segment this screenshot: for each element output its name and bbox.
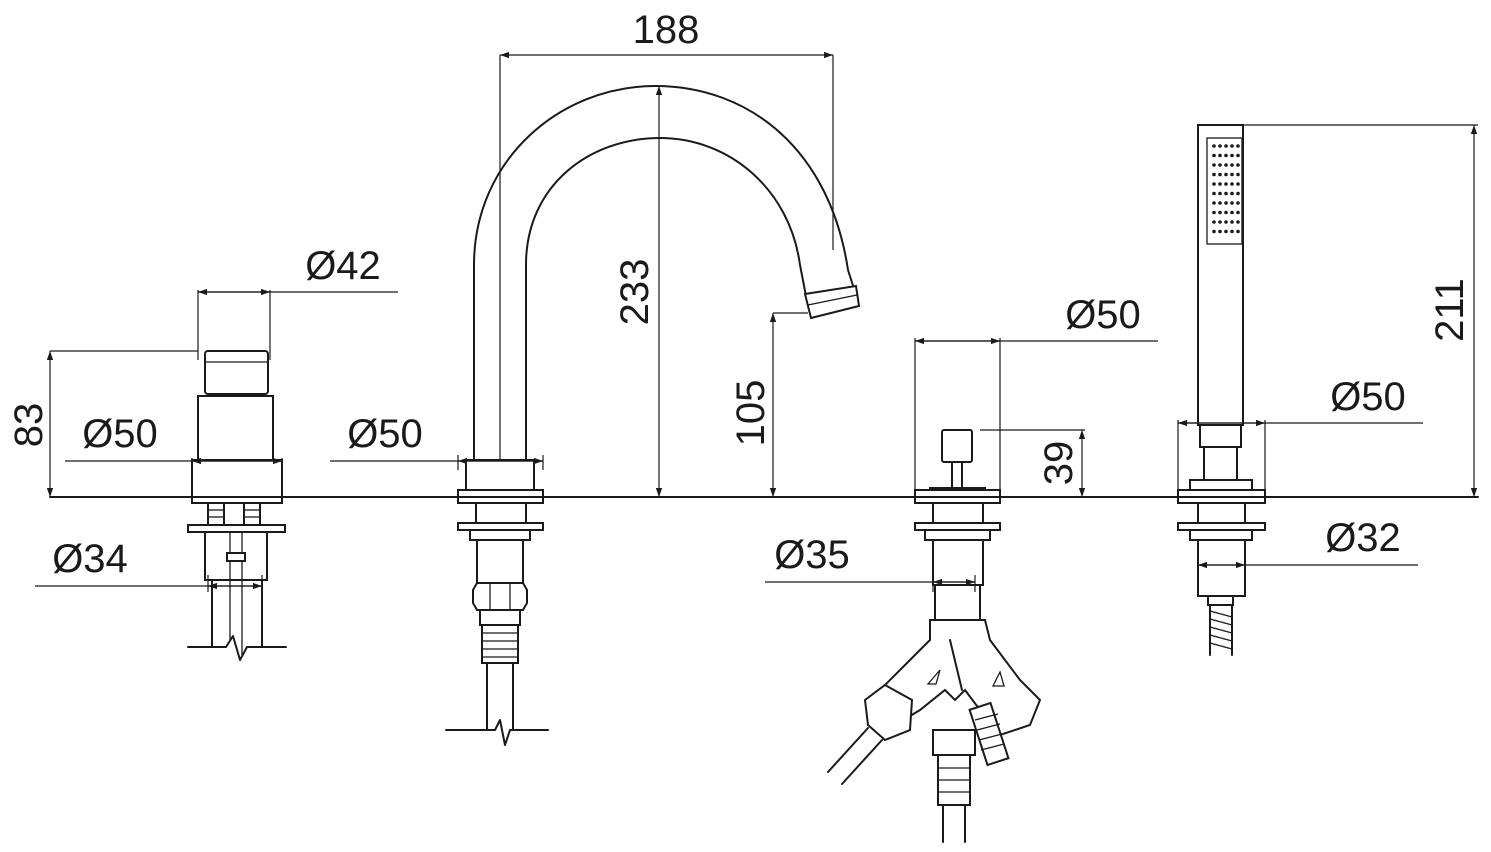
dim-handshower-base-diameter: Ø50 <box>1177 375 1423 490</box>
nozzle-dot <box>1224 163 1228 167</box>
dim-d50-diverter-label: Ø50 <box>1065 293 1141 337</box>
nozzle-dot <box>1236 182 1240 186</box>
nozzle-dot <box>1236 229 1240 234</box>
dim-188-label: 188 <box>633 8 700 52</box>
nozzle-dot <box>1230 210 1234 215</box>
nozzle-dot <box>1212 144 1216 148</box>
dim-valve-height: 83 <box>7 350 198 497</box>
nozzle-dot <box>1236 163 1240 167</box>
nozzle-dot <box>1230 153 1234 158</box>
nozzle-dot <box>1218 191 1222 196</box>
dim-valve-handle-diameter: Ø42 <box>197 244 398 360</box>
dim-d35-label: Ø35 <box>774 533 850 577</box>
dim-211-label: 211 <box>1428 278 1472 342</box>
nozzle-dot <box>1224 201 1228 205</box>
nozzle-dot <box>1236 144 1240 148</box>
handshower-unit <box>1177 124 1266 656</box>
dim-outlet-height: 105 <box>729 312 808 497</box>
dim-handshower-height: 211 <box>1243 124 1478 497</box>
nozzle-dot <box>1218 220 1222 224</box>
nozzle-dot <box>1218 229 1222 234</box>
nozzle-dot <box>1230 172 1234 177</box>
diverter-unit <box>827 429 1042 843</box>
nozzle-dot <box>1212 220 1216 224</box>
dim-diverter-shank-diameter: Ø35 <box>765 533 976 592</box>
nozzle-dot <box>1236 172 1240 177</box>
dim-valve-shank-diameter: Ø34 <box>35 537 263 592</box>
nozzle-dot <box>1236 153 1240 158</box>
dim-d42-label: Ø42 <box>305 244 381 288</box>
nozzle-dot <box>1218 172 1222 177</box>
dim-d50-valve-label: Ø50 <box>82 412 158 456</box>
nozzle-dot <box>1236 201 1240 205</box>
nozzle-dot <box>1212 172 1216 177</box>
nozzle-dot <box>1224 229 1228 234</box>
nozzle-dot <box>1224 220 1228 224</box>
dim-diverter-base-diameter: Ø50 <box>914 293 1158 490</box>
dim-105-label: 105 <box>729 380 773 447</box>
dim-83-label: 83 <box>7 403 51 448</box>
dim-d34-label: Ø34 <box>52 537 128 581</box>
nozzle-dot <box>1212 201 1216 205</box>
nozzle-dot <box>1230 191 1234 196</box>
nozzle-dot <box>1218 201 1222 205</box>
nozzle-dot <box>1230 229 1234 234</box>
dim-233-label: 233 <box>613 259 657 326</box>
nozzle-dot <box>1212 153 1216 158</box>
valve-unit <box>187 350 287 661</box>
nozzle-dot <box>1230 220 1234 224</box>
nozzle-dot <box>1212 210 1216 215</box>
nozzle-dot <box>1212 163 1216 167</box>
nozzle-dot <box>1230 182 1234 186</box>
dim-diverter-height: 39 <box>980 429 1086 497</box>
dim-valve-base-diameter: Ø50 <box>65 412 283 470</box>
nozzle-dot <box>1236 220 1240 224</box>
nozzle-dot <box>1218 182 1222 186</box>
dim-d50-handshower-label: Ø50 <box>1330 375 1406 419</box>
nozzle-dot <box>1224 144 1228 148</box>
nozzle-dot <box>1230 201 1234 205</box>
nozzle-dot <box>1212 191 1216 196</box>
nozzle-dot <box>1218 210 1222 215</box>
dim-spout-reach: 188 <box>499 8 834 460</box>
dim-d32-label: Ø32 <box>1325 516 1401 560</box>
dim-spout-base-diameter: Ø50 <box>330 412 544 470</box>
nozzle-dot <box>1224 210 1228 215</box>
nozzle-dot <box>1224 182 1228 186</box>
nozzle-dot <box>1212 229 1216 234</box>
nozzle-dot <box>1224 191 1228 196</box>
nozzle-dot <box>1230 163 1234 167</box>
nozzle-dot <box>1224 153 1228 158</box>
spout-unit <box>445 85 861 746</box>
dim-handshower-shank-diameter: Ø32 <box>1197 516 1418 572</box>
nozzle-dot <box>1218 153 1222 158</box>
dim-d50-spout-label: Ø50 <box>347 412 423 456</box>
nozzle-dot <box>1212 182 1216 186</box>
nozzle-dot <box>1218 144 1222 148</box>
nozzle-dot <box>1230 144 1234 148</box>
dim-spout-height: 233 <box>613 86 663 497</box>
nozzle-dot <box>1218 163 1222 167</box>
nozzle-dot <box>1236 210 1240 215</box>
nozzle-dot <box>1236 191 1240 196</box>
dim-39-label: 39 <box>1037 441 1081 486</box>
nozzle-dot <box>1224 172 1228 177</box>
